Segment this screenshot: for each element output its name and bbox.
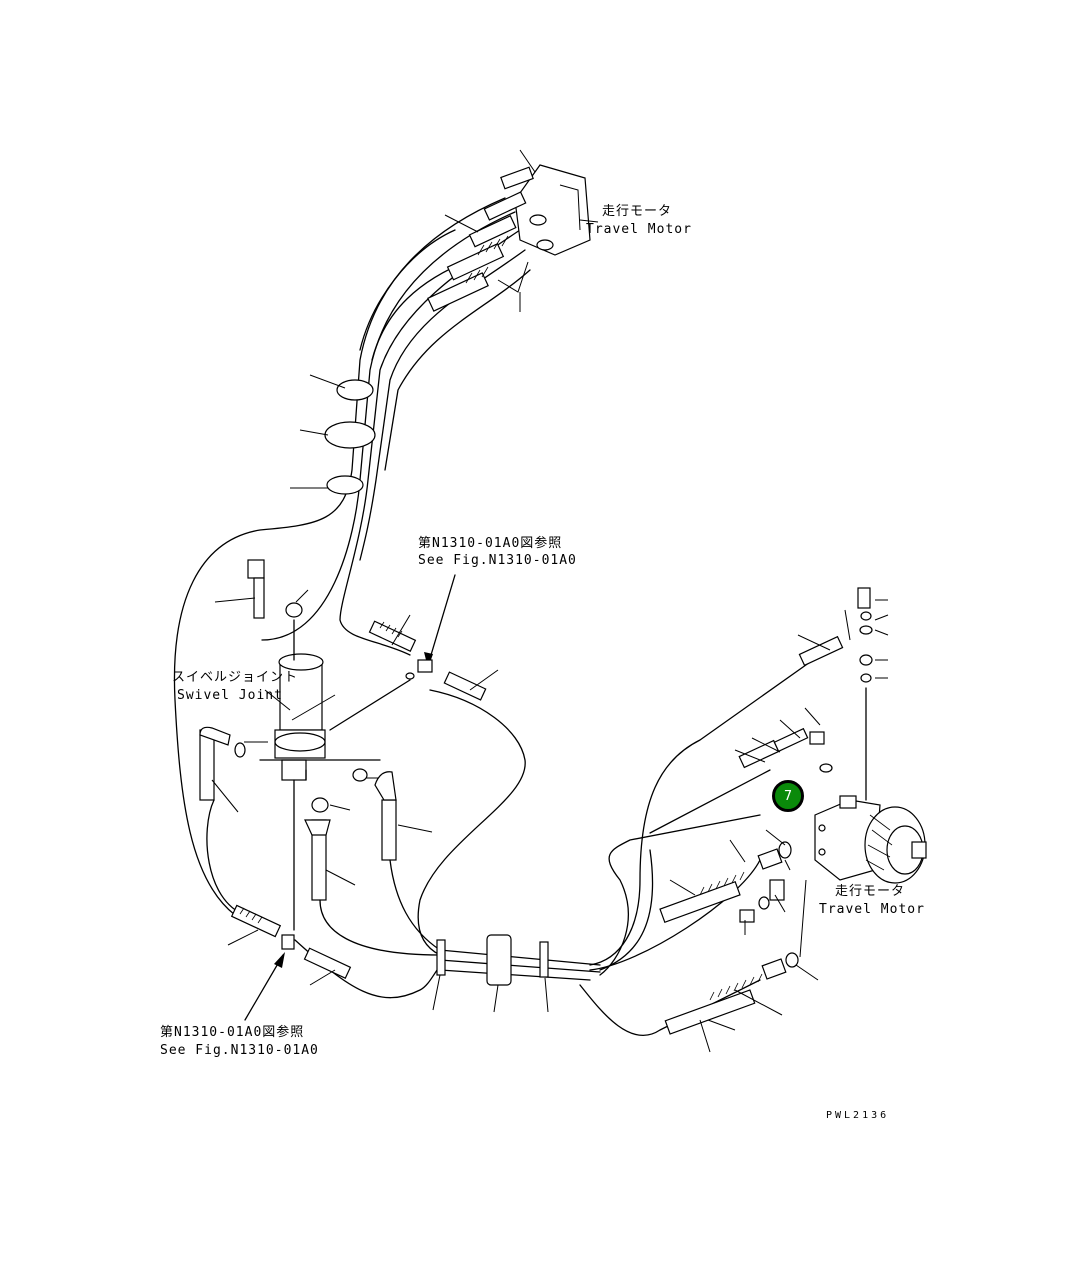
swivel-joint-drawing [259, 619, 381, 931]
see-fig-top-label-en: See Fig.N1310-01A0 [418, 553, 577, 568]
swivel-joint-label-jp: スイベルジョイント [172, 670, 299, 685]
upper-travel-motor-drawing [427, 164, 591, 312]
travel-motor-top-label-en: Travel Motor [586, 222, 692, 237]
part-callout-7[interactable]: 7 [772, 780, 804, 812]
right-travel-motor-drawing [814, 795, 927, 884]
swivel-joint-label-en: Swivel Joint [177, 688, 283, 703]
see-fig-top-arrow [368, 574, 499, 701]
see-fig-bottom-label-en: See Fig.N1310-01A0 [160, 1043, 319, 1058]
travel-motor-top-label-jp: 走行モータ [602, 204, 673, 219]
see-fig-top-label-jp: 第N1310-01A0図参照 [418, 536, 563, 551]
right-fittings [659, 587, 889, 1053]
lower-clamps [432, 934, 601, 1013]
drawing-code: PWL2136 [826, 1110, 890, 1121]
lower-left-hoses [206, 679, 526, 999]
see-fig-bottom-label-jp: 第N1310-01A0図参照 [160, 1025, 305, 1040]
see-fig-bottom-arrow [227, 904, 352, 1021]
right-hoses [579, 654, 821, 1037]
travel-motor-right-label-en: Travel Motor [819, 902, 925, 917]
travel-motor-right-label-jp: 走行モータ [835, 884, 906, 899]
left-fittings [199, 559, 433, 901]
upper-clamps [290, 374, 376, 495]
